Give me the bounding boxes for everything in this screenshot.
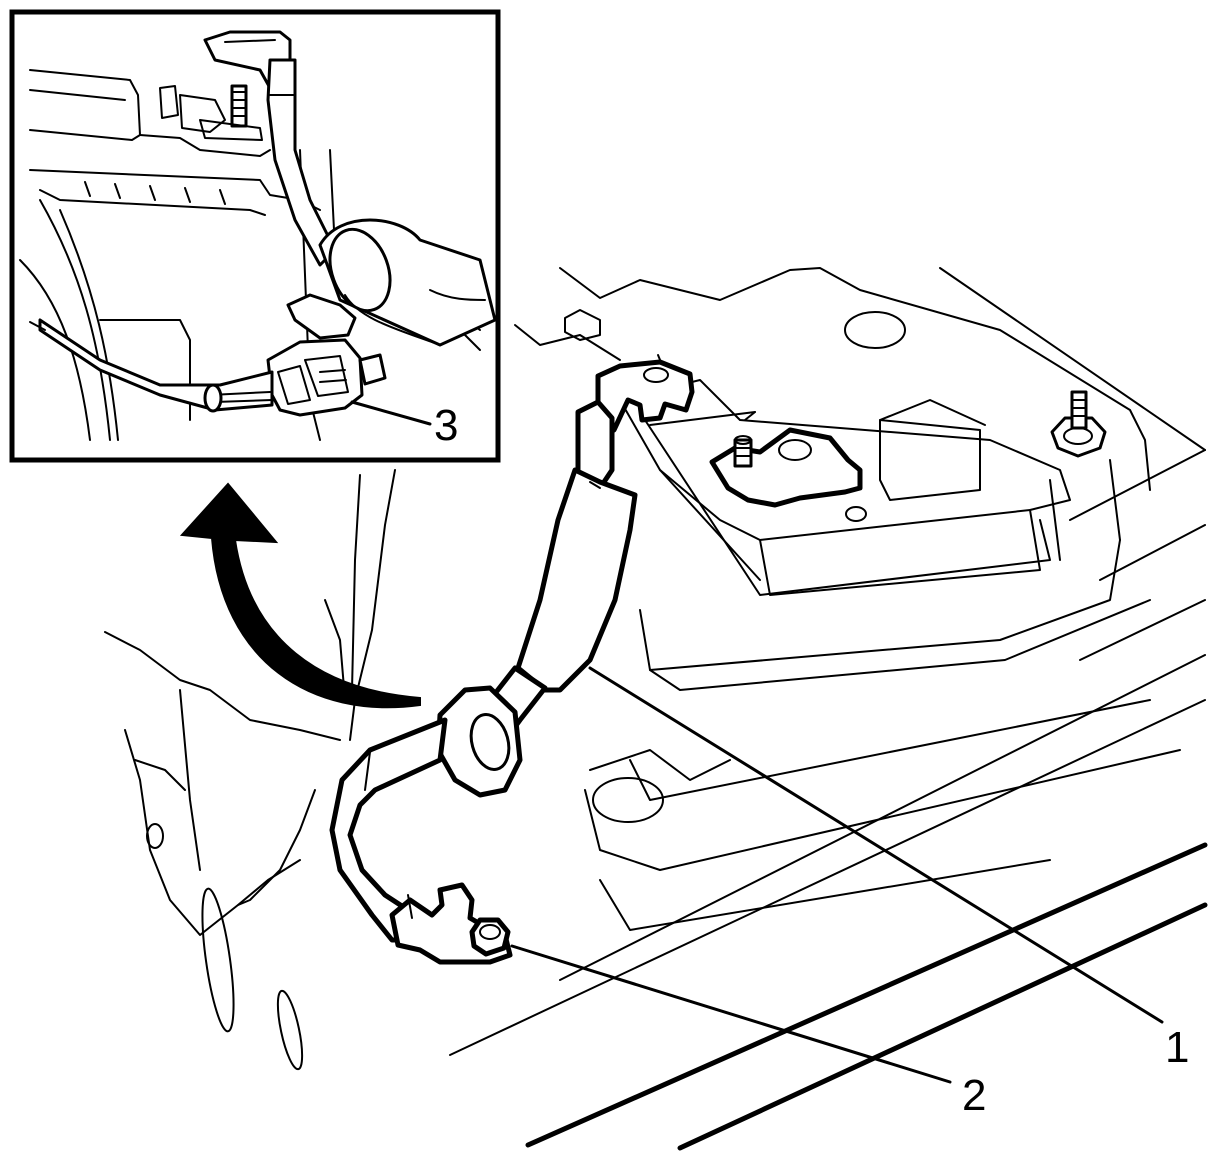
positive-terminal (709, 427, 863, 508)
ground-bolt (469, 917, 511, 957)
leader-lines (510, 666, 1164, 1084)
callout-1: 1 (1165, 1023, 1189, 1072)
callout-3: 3 (434, 401, 458, 450)
bolt-stud (1050, 390, 1107, 458)
engine-bay-background (449, 267, 1208, 1151)
callout-2: 2 (962, 1071, 986, 1120)
curved-arrow-icon (179, 482, 421, 709)
battery (584, 379, 1181, 931)
body-panel (104, 469, 396, 1071)
inset-detail-view: 3 (9, 9, 501, 463)
